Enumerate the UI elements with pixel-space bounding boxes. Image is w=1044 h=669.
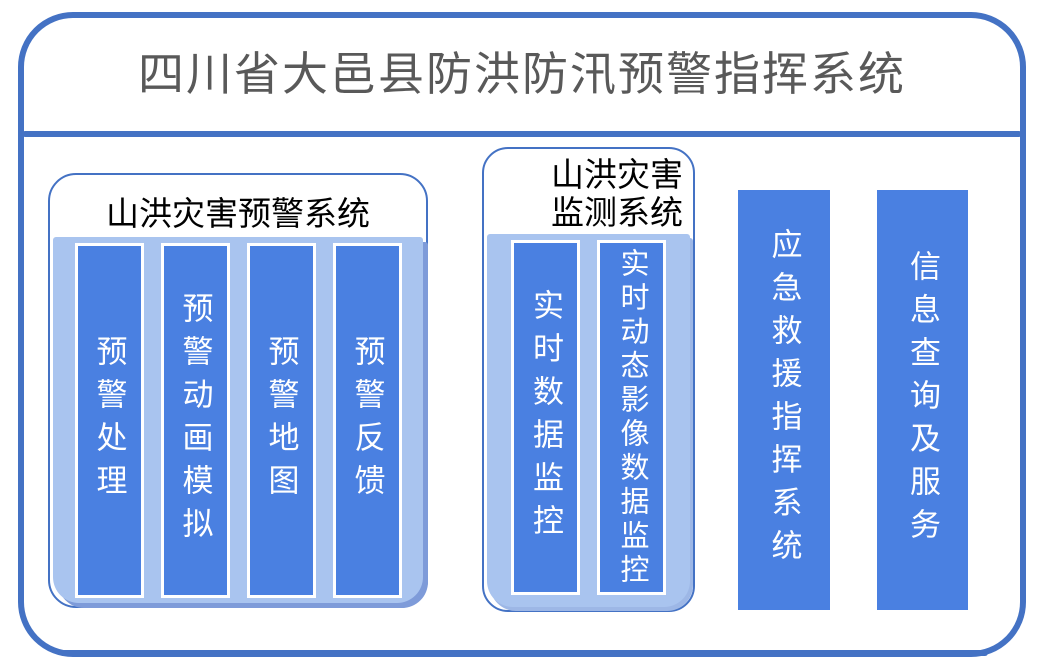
bar-warning-processing-label: 预警处理 — [91, 334, 127, 507]
bar-warning-processing: 预警处理 — [74, 243, 144, 598]
group-flood-monitoring-title: 山洪灾害 监测系统 — [484, 157, 693, 233]
bar-warning-animation-simulation-label: 预警动画模拟 — [177, 291, 213, 550]
bar-realtime-video-data-monitoring: 实时动态影像数据监控 — [597, 240, 666, 595]
bar-info-query-and-service-label: 信息查询及服务 — [905, 249, 940, 551]
bar-warning-map: 预警地图 — [246, 243, 316, 598]
group-flood-monitoring-title-line1: 山洪灾害 — [551, 158, 683, 194]
bar-warning-map-label: 预警地图 — [263, 334, 299, 507]
bar-warning-animation-simulation: 预警动画模拟 — [160, 243, 230, 598]
bar-realtime-video-data-monitoring-label: 实时动态影像数据监控 — [616, 247, 648, 588]
group-flood-monitoring-body: 实时数据监控 实时动态影像数据监控 — [487, 234, 690, 607]
bar-info-query-and-service: 信息查询及服务 — [877, 190, 968, 610]
group-flood-warning-system: 山洪灾害预警系统 预警处理 预警动画模拟 预警地图 预警反馈 — [48, 173, 428, 608]
bar-emergency-rescue-command-system: 应急救援指挥系统 — [738, 190, 830, 610]
bar-emergency-rescue-command-system-label: 应急救援指挥系统 — [766, 228, 802, 572]
bar-warning-feedback-label: 预警反馈 — [349, 334, 385, 507]
bar-realtime-data-monitoring-label: 实时数据监控 — [528, 288, 563, 547]
title-separator-line — [22, 131, 1022, 137]
page-title: 四川省大邑县防洪防汛预警指挥系统 — [138, 48, 906, 100]
group-flood-monitoring-system: 山洪灾害 监测系统 实时数据监控 实时动态影像数据监控 — [482, 147, 695, 612]
group-flood-warning-body: 预警处理 预警动画模拟 预警地图 预警反馈 — [53, 237, 423, 603]
bar-warning-feedback: 预警反馈 — [332, 243, 402, 598]
bottom-separator-line — [60, 650, 988, 656]
bar-realtime-data-monitoring: 实时数据监控 — [511, 240, 580, 595]
group-flood-monitoring-title-line2: 监测系统 — [551, 196, 683, 232]
group-flood-warning-title: 山洪灾害预警系统 — [106, 197, 370, 233]
